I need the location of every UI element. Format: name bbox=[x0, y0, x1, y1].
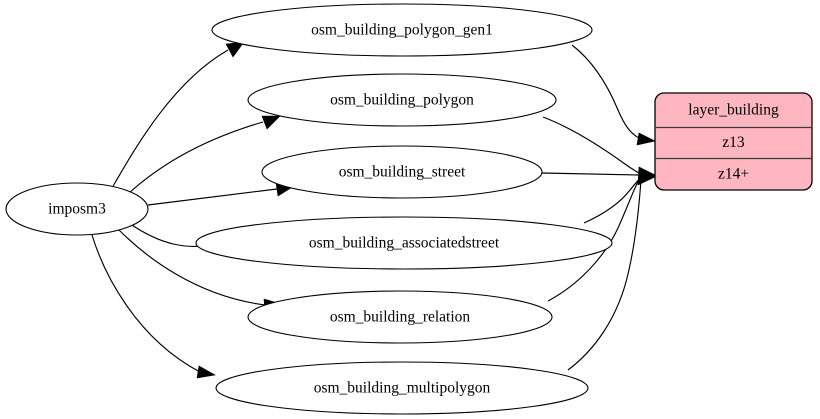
edge-osm-building-polygon-gen1-to-z13 bbox=[571, 44, 642, 140]
edge-imposm3-to-osm-building-polygon-gen1 bbox=[111, 49, 229, 189]
edge-osm-building-street-to-z14plus bbox=[541, 172, 642, 176]
arrowhead-z14plus-row bbox=[637, 166, 658, 186]
node-osm-building-relation-shape[interactable] bbox=[247, 290, 553, 344]
node-imposm3-label: imposm3 bbox=[48, 201, 106, 218]
arrowhead-osm-building-polygon bbox=[261, 115, 281, 130]
node-osm-building-associatedstreet-shape[interactable] bbox=[195, 216, 613, 270]
edge-osm-building-relation-to-z14plus bbox=[547, 177, 641, 302]
edge-imposm3-to-osm-building-relation bbox=[118, 229, 266, 306]
node-osm-building-multipolygon[interactable]: osm_building_multipolygon bbox=[215, 361, 589, 415]
edge-imposm3-to-osm-building-polygon bbox=[127, 121, 264, 195]
edge-osm-building-associatedstreet-to-z14plus bbox=[583, 176, 642, 224]
node-layer-building[interactable]: layer_building z13 z14+ bbox=[654, 92, 813, 191]
node-osm-building-polygon-gen1-label: osm_building_polygon_gen1 bbox=[311, 22, 493, 39]
node-osm-building-polygon-shape[interactable] bbox=[247, 73, 557, 127]
node-osm-building-relation-label: osm_building_relation bbox=[330, 309, 471, 326]
record-row-zoom-z13: z13 bbox=[722, 134, 745, 151]
node-osm-building-polygon[interactable]: osm_building_polygon bbox=[247, 73, 557, 127]
record-row-layer-name: layer_building bbox=[688, 102, 779, 119]
node-osm-building-associatedstreet[interactable]: osm_building_associatedstreet bbox=[195, 216, 613, 270]
arrowhead-osm-building-multipolygon bbox=[196, 365, 216, 379]
edge-imposm3-to-osm-building-multipolygon bbox=[91, 234, 201, 373]
node-layer-building-shape[interactable] bbox=[654, 92, 813, 191]
node-osm-building-associatedstreet-label: osm_building_associatedstreet bbox=[309, 235, 500, 252]
node-imposm3-shape[interactable] bbox=[5, 182, 149, 236]
arrowhead-z13-row bbox=[636, 132, 656, 146]
node-osm-building-polygon-gen1-shape[interactable] bbox=[211, 3, 593, 57]
record-row-zoom-z14plus: z14+ bbox=[718, 166, 749, 183]
edge-osm-building-polygon-to-z14plus bbox=[542, 116, 642, 175]
node-osm-building-street[interactable]: osm_building_street bbox=[261, 145, 543, 199]
node-osm-building-relation[interactable]: osm_building_relation bbox=[247, 290, 553, 344]
node-imposm3[interactable]: imposm3 bbox=[5, 182, 149, 236]
edge-group-tables-to-layer bbox=[541, 44, 658, 371]
node-osm-building-polygon-gen1[interactable]: osm_building_polygon_gen1 bbox=[211, 3, 593, 57]
node-osm-building-multipolygon-shape[interactable] bbox=[215, 361, 589, 415]
node-osm-building-polygon-label: osm_building_polygon bbox=[330, 92, 474, 109]
edge-imposm3-to-osm-building-street bbox=[147, 188, 278, 206]
node-osm-building-street-label: osm_building_street bbox=[339, 164, 466, 181]
node-osm-building-multipolygon-label: osm_building_multipolygon bbox=[314, 380, 491, 397]
edge-osm-building-multipolygon-to-z14plus bbox=[567, 179, 642, 371]
node-osm-building-street-shape[interactable] bbox=[261, 145, 543, 199]
